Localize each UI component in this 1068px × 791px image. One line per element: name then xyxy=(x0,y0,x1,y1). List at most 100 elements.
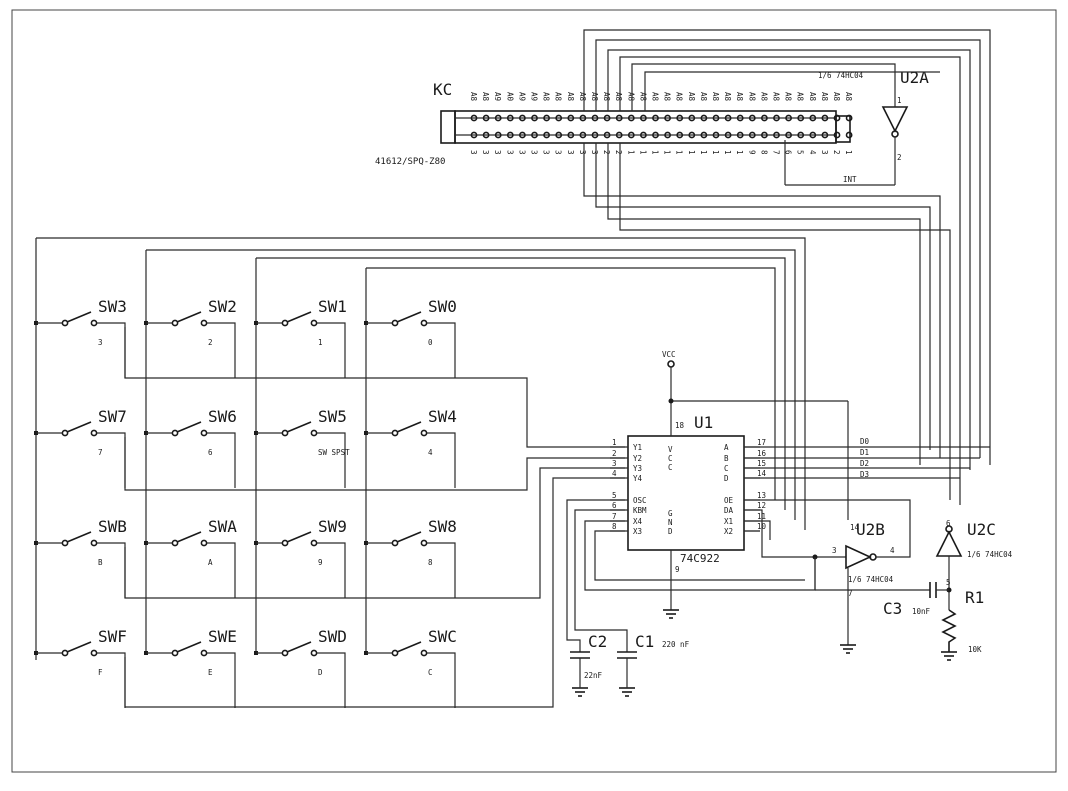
connector-pin-label-bottom: 7 xyxy=(772,150,781,155)
switch-ref: SWE xyxy=(208,627,237,646)
connector-pin-label-bottom: 3 xyxy=(578,150,587,155)
connector-pin-bottom xyxy=(712,131,720,139)
switch-contact xyxy=(391,539,399,547)
switch-row-lead xyxy=(317,432,346,488)
u1-right-pin-num: 17 xyxy=(757,438,766,447)
c3-value: 10nF xyxy=(912,607,931,616)
switch-contact xyxy=(200,649,208,657)
connector-pin-label-top: A8 xyxy=(772,92,781,102)
connector-pin-bottom xyxy=(531,131,538,139)
connector-pin-top xyxy=(797,114,805,122)
connector-pin-top xyxy=(543,114,550,122)
switch-contact xyxy=(200,539,208,547)
connector-pin-label-bottom: 2 xyxy=(614,150,623,155)
switch-row-lead xyxy=(97,322,126,378)
connector-pin-top xyxy=(821,114,829,122)
switch-ref: SW6 xyxy=(208,407,237,426)
switch-sw6: SW6 6 xyxy=(144,407,237,488)
u2b-part: 1/6 74HC04 xyxy=(848,575,894,584)
connector-pin-label-bottom: 1 xyxy=(687,150,696,155)
switch-contact xyxy=(281,319,289,327)
connector-pin-label-top: A8 xyxy=(735,92,744,102)
switch-key-label: A xyxy=(208,558,213,567)
connector-pin-label-top: A8 xyxy=(699,92,708,102)
switch-contact xyxy=(310,319,318,327)
connector-pin-bottom xyxy=(603,131,611,139)
connector-pin-top xyxy=(640,114,647,122)
connector-pin-label-bottom: 3 xyxy=(542,150,551,155)
switch-key-label: 6 xyxy=(208,448,213,457)
switch-row-lead xyxy=(427,432,456,488)
u1-left-pin-name: Y2 xyxy=(633,454,642,463)
switch-lever xyxy=(176,531,202,543)
connector-pin-label-top: A8 xyxy=(542,92,551,102)
net-d3: D3 xyxy=(860,470,869,479)
connector-pin-bottom xyxy=(494,131,502,139)
switch-lever xyxy=(66,311,92,323)
u1-left-pin-name: Y4 xyxy=(633,474,643,483)
switch-key-label: D xyxy=(318,668,323,677)
switch-lever xyxy=(176,641,202,653)
switch-key-label: 8 xyxy=(428,558,433,567)
switch-contact xyxy=(90,649,98,657)
u2b-pin-in: 3 xyxy=(832,546,837,555)
u1-right-pin-name: X1 xyxy=(724,517,733,526)
switch-contact xyxy=(391,649,399,657)
u1-part: 74C922 xyxy=(680,552,720,565)
connector-pin-bottom xyxy=(591,131,599,139)
connector-pin-bottom xyxy=(845,131,853,139)
u1-vcc-text-c2: C xyxy=(668,463,673,472)
switch-key-label: 0 xyxy=(428,338,433,347)
switch-contact xyxy=(90,429,98,437)
u2c-part: 1/6 74HC04 xyxy=(967,550,1013,559)
u1-left-pin-name: Y1 xyxy=(633,443,642,452)
u1-left-pin-name: OSC xyxy=(633,496,647,505)
connector-pin-label-bottom: 1 xyxy=(699,150,708,155)
connector-pin-bottom xyxy=(724,131,732,139)
switch-lever xyxy=(66,421,92,433)
connector-pin-label-top: A8 xyxy=(747,92,756,102)
capacitor-c3: C3 10nF xyxy=(883,582,949,618)
switch-key-label: SW SPST xyxy=(318,448,350,457)
switch-contact xyxy=(61,319,69,327)
switch-contact xyxy=(281,539,289,547)
u1-body xyxy=(627,435,745,551)
u1-right-pin-name: DA xyxy=(724,506,734,515)
connector-pin-label-bottom: 3 xyxy=(590,150,599,155)
switch-contact xyxy=(171,429,179,437)
switch-ref: SWF xyxy=(98,627,127,646)
connector-pin-label-top: A8 xyxy=(723,92,732,102)
switch-lever xyxy=(176,421,202,433)
u1-gnd-text-g: G xyxy=(668,509,673,518)
switch-row-lead xyxy=(207,652,236,708)
connector-pin-label-bottom: 3 xyxy=(493,150,502,155)
connector-pin-bottom xyxy=(652,131,659,139)
switch-key-label: C xyxy=(428,668,433,677)
connector-pin-top xyxy=(736,114,744,122)
switch-ref: SWB xyxy=(98,517,127,536)
c1-value: 220 nF xyxy=(662,640,690,649)
switch-row-lead xyxy=(207,432,236,488)
connector-pin-label-top: A8 xyxy=(675,92,684,102)
connector-pin-bottom xyxy=(773,131,780,139)
connector-pin-bottom xyxy=(748,131,756,139)
switch-lever xyxy=(396,311,422,323)
u2a-ref: U2A xyxy=(900,68,929,87)
switch-contact xyxy=(391,319,399,327)
connector-pin-label-bottom: 1 xyxy=(651,150,660,155)
u2c-pin-out: 6 xyxy=(946,519,951,528)
connector-pin-label-top: A8 xyxy=(711,92,720,102)
switch-row-lead xyxy=(317,542,346,598)
u1-vcc-text-c1: C xyxy=(668,454,673,463)
connector-pin-label-bottom: 1 xyxy=(663,150,672,155)
connector-pin-top xyxy=(833,114,841,122)
connector-pin-label-top: A8 xyxy=(808,92,817,102)
connector-pin-top xyxy=(809,114,817,122)
connector-pin-label-top: A8 xyxy=(626,92,635,102)
connector-pin-label-top: A8 xyxy=(578,92,587,102)
switch-row-lead xyxy=(427,322,456,378)
